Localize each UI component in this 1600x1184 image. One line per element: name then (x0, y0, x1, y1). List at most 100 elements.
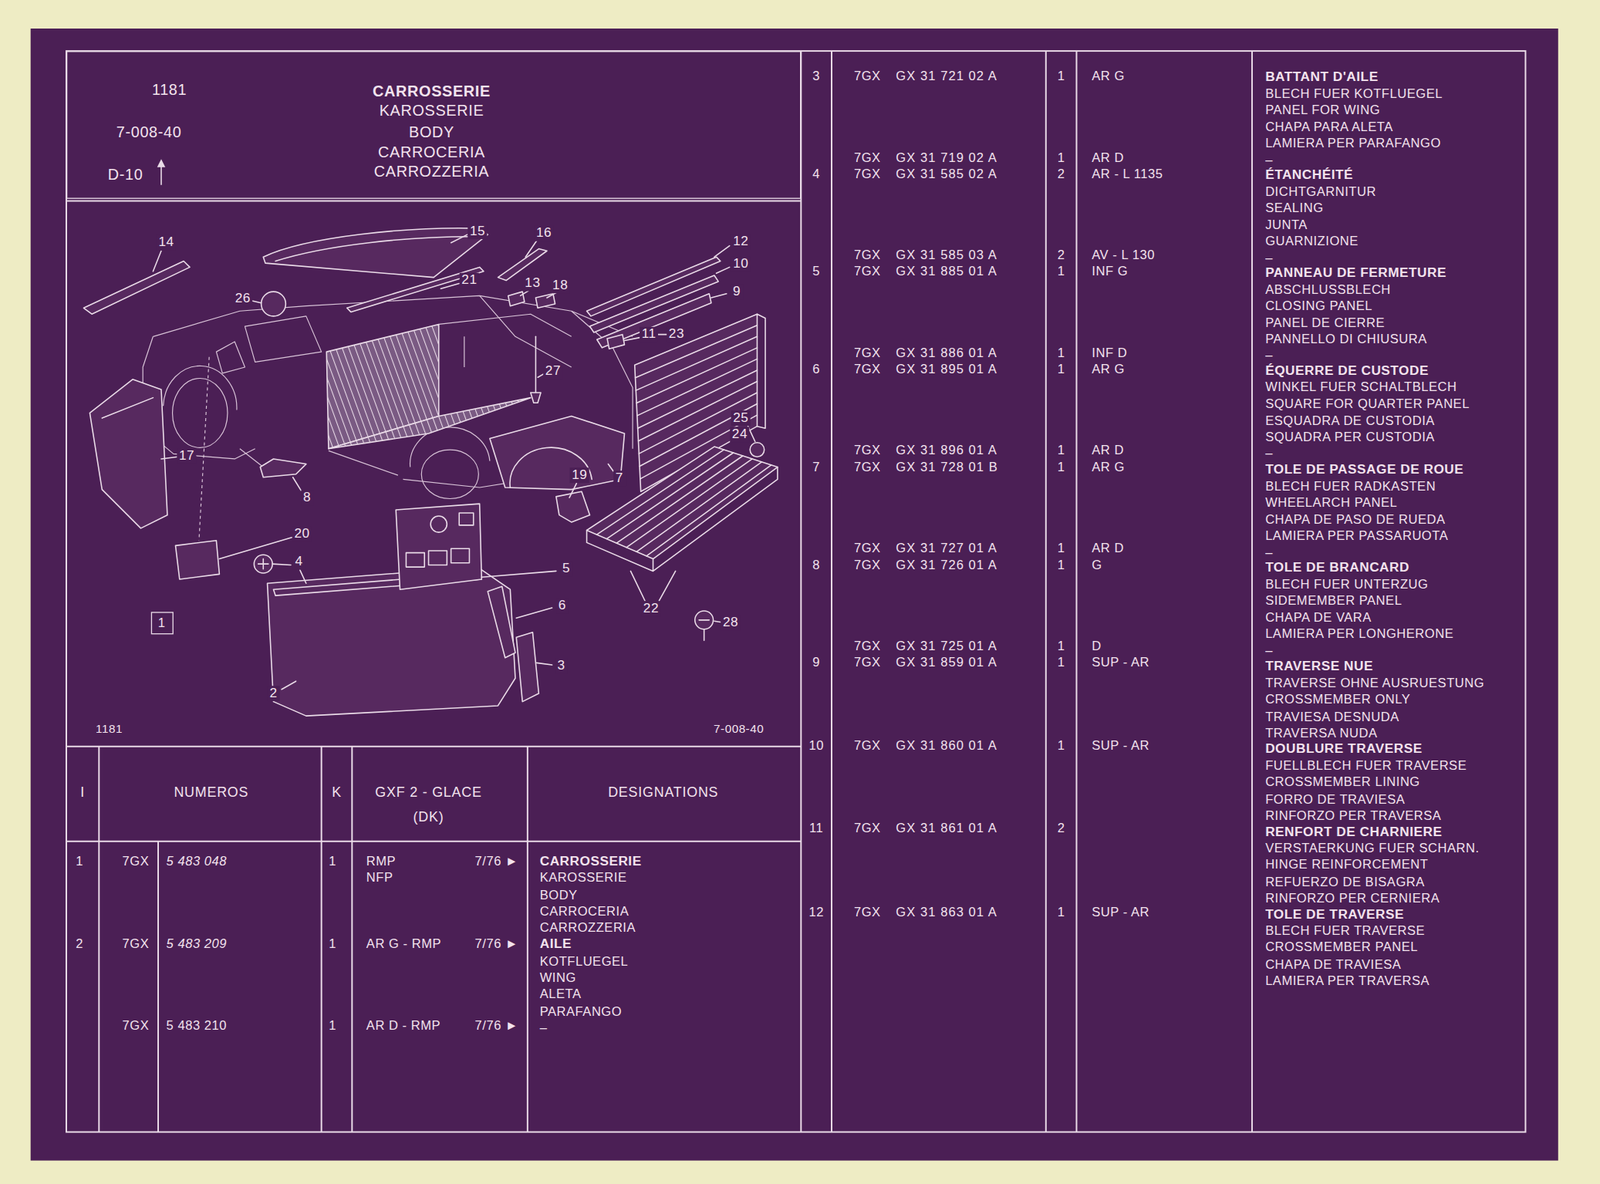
table-grid (66, 50, 1526, 1132)
callout-number: 11 (639, 327, 659, 343)
table-cell: 1 (328, 1019, 337, 1034)
table-cell: 5 483 210 (166, 1019, 227, 1034)
seal-6 (487, 586, 516, 659)
body-line (438, 313, 572, 337)
table-cell: GX 31 726 01 A (895, 557, 998, 573)
table-cell: TOLE DE PASSAGE DE ROUE (1265, 462, 1464, 479)
table-cell: LAMIERA PER PARAFANGO (1265, 136, 1442, 152)
leader-line (293, 477, 302, 491)
table-cell: – (1265, 643, 1273, 659)
lamp-hole (405, 553, 425, 568)
leader-line (624, 337, 640, 341)
table-cell: SUP - AR (1091, 655, 1150, 671)
table-cell: CROSSMEMBER ONLY (1265, 692, 1411, 708)
table-cell: I (80, 784, 85, 801)
fastener (253, 554, 273, 574)
table-cell: 2 (1057, 247, 1066, 263)
table-cell: BODY (540, 887, 578, 903)
table-cell: CARROSSERIE (540, 854, 642, 870)
table-cell: RINFORZO PER TRAVERSA (1265, 808, 1442, 824)
bolt-shank (698, 620, 709, 641)
callout-number: 22 (641, 600, 661, 617)
table-cell: 7GX (854, 167, 882, 183)
table-cell: ESQUADRA DE CUSTODIA (1265, 413, 1435, 429)
table-cell: WINKEL FUER SCHALTBLECH (1265, 380, 1457, 395)
table-cell: BATTANT D'AILE (1265, 70, 1378, 86)
table-cell: GX 31 886 01 A (895, 345, 998, 361)
leader-line (440, 283, 460, 290)
table-cell: 1 (1057, 639, 1066, 655)
table-cell: GX 31 895 01 A (895, 361, 998, 377)
table-cell: 2 (1057, 820, 1066, 836)
leader-line (252, 300, 262, 304)
closing-panel-5 (395, 503, 482, 590)
screw-24 (749, 442, 765, 458)
table-cell: 1 (1057, 345, 1066, 361)
callout-number: 20 (292, 526, 312, 543)
window (244, 316, 321, 362)
callout-number: 16 (533, 226, 554, 242)
hinge-11 (607, 334, 625, 350)
table-cell: CARROZZERIA (540, 921, 636, 936)
table-cell: CHAPA DE PASO DE RUEDA (1265, 512, 1445, 527)
bracket-19 (556, 491, 591, 523)
table-cell: GX 31 860 01 A (895, 738, 998, 753)
table-cell: 7GX (854, 263, 882, 279)
leader-line (536, 662, 553, 665)
table-cell: 7GX (854, 345, 882, 361)
callout-number: 13 (523, 276, 543, 292)
leader-line (161, 456, 178, 460)
table-cell: GX 31 885 01 A (895, 263, 998, 279)
node-text: 1181 (151, 81, 187, 99)
table-cell: AR G (1091, 69, 1125, 85)
table-cell: 7GX (854, 639, 882, 655)
table-cell: 7GX (122, 1019, 150, 1034)
table-cell: GX 31 721 02 A (895, 69, 998, 85)
table-cell: CARROCERIA (540, 904, 630, 919)
table-cell: GX 31 861 01 A (895, 820, 998, 836)
callout-number: 25 (731, 410, 751, 426)
table-cell: LAMIERA PER PASSARUOTA (1265, 529, 1449, 544)
table-cell: 1 (1057, 263, 1066, 279)
table-cell: TRAVIESA DESNUDA (1265, 708, 1400, 724)
table-cell: JUNTA (1265, 217, 1308, 233)
lamp-hole (451, 548, 470, 564)
table-cell: ABSCHLUSSBLECH (1265, 282, 1391, 298)
callout-number: 21 (459, 273, 480, 289)
table-cell: AR G (1091, 459, 1125, 475)
body-line (479, 295, 572, 368)
table-cell: 1 (1057, 738, 1066, 753)
table-cell: 1 (75, 854, 84, 870)
figure-number-box: 1 (151, 611, 174, 635)
callout-number: 7 (613, 470, 625, 487)
table-cell: AR G - RMP (366, 937, 442, 952)
table-cell: TOLE DE TRAVERSE (1265, 907, 1405, 923)
callout-number: 28 (720, 615, 740, 632)
table-cell: 7GX (854, 655, 882, 671)
table-cell: RINFORZO PER CERNIERA (1265, 891, 1440, 906)
table-cell: SUP - AR (1091, 738, 1150, 753)
rod-end (530, 392, 541, 403)
table-cell: HINGE REINFORCEMENT (1265, 857, 1428, 873)
table-cell: AR D - RMP (366, 1019, 441, 1034)
table-cell: CHAPA DE VARA (1265, 610, 1372, 625)
leader-line (451, 234, 468, 244)
table-cell: DOUBLURE TRAVERSE (1265, 742, 1423, 758)
table-cell: TOLE DE BRANCARD (1265, 560, 1410, 577)
table-cell: 5 483 209 (166, 937, 227, 952)
panel-edge (756, 313, 766, 429)
leader-line (516, 607, 552, 618)
table-cell: INF G (1091, 263, 1128, 279)
callout-number: 3 (555, 658, 568, 674)
leader-line (607, 464, 614, 472)
table-cell: SQUADRA PER CUSTODIA (1265, 429, 1435, 445)
table-cell: GX 31 719 02 A (895, 150, 998, 166)
table-cell: GX 31 859 01 A (895, 655, 998, 671)
table-cell: 5 483 048 (166, 854, 227, 870)
table-cell: 7GX (854, 738, 882, 753)
table-cell: ÉTANCHÉITÉ (1265, 168, 1354, 184)
table-cell: GX 31 896 01 A (895, 443, 998, 459)
table-cell: 7GX (854, 150, 882, 166)
